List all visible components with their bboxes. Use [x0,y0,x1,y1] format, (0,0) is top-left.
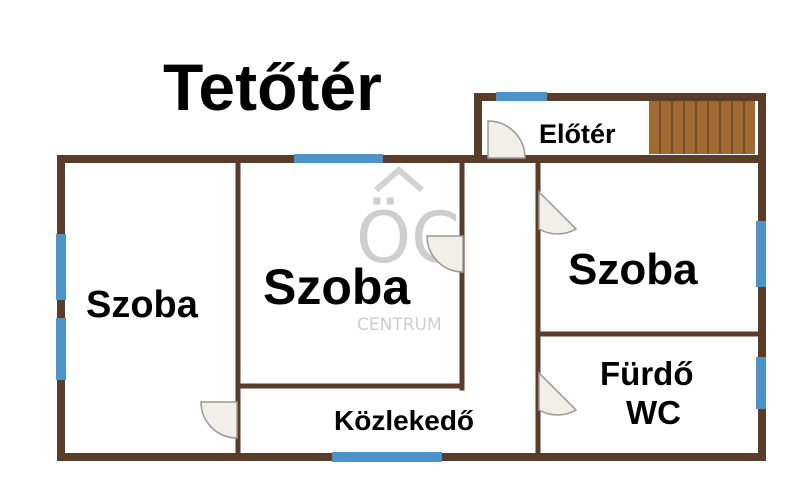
label-szoba-middle: Szoba [263,259,411,315]
window-right-1 [756,221,766,287]
door-eloter [487,120,526,159]
window-left-2 [56,318,66,380]
window-bottom [332,452,442,462]
label-eloter: Előtér [539,119,616,149]
window-right-2 [756,357,766,409]
door-right-room [538,190,578,235]
window-eloter [496,92,547,101]
label-kozlekedo: Közlekedő [334,405,474,436]
door-bathroom [538,371,578,416]
windows [56,92,766,462]
window-top-middle [294,154,383,163]
door-middle-room [426,235,464,273]
door-left-room [200,401,238,439]
label-szoba-right: Szoba [568,245,698,294]
label-wc: WC [626,394,681,431]
plan-title: Tetőtér [163,50,382,124]
watermark-text: CENTRUM [357,315,442,335]
doors [200,120,578,439]
window-left-1 [56,234,66,300]
stairs [649,101,755,154]
eloter-wall [474,93,766,163]
label-furdo: Fürdő [600,355,693,392]
label-szoba-left: Szoba [86,284,199,326]
